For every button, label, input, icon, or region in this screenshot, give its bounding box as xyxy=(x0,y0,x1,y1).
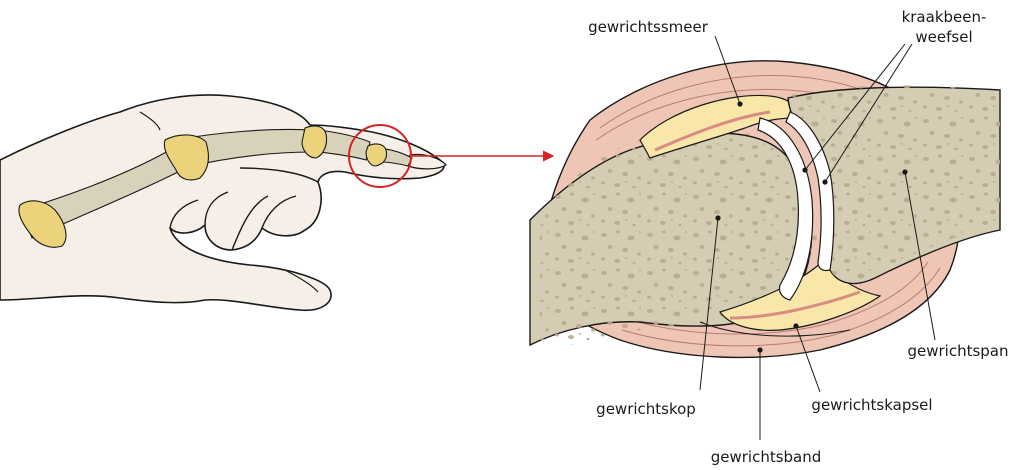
joint-knuckle xyxy=(18,200,67,248)
leader-dots xyxy=(715,101,908,353)
cartilage-right xyxy=(785,111,835,272)
joint-middle xyxy=(163,134,210,181)
joint-dip xyxy=(365,143,388,167)
label-gewrichtskop: gewrichtskop xyxy=(596,400,696,418)
finger-bones xyxy=(18,125,413,248)
leader-lines xyxy=(699,35,936,440)
joint-pip xyxy=(301,125,328,159)
hand-illustration xyxy=(0,94,555,312)
label-kraakbeen-line1: kraakbeen- xyxy=(902,8,987,26)
label-gewrichtskapsel: gewrichtskapsel xyxy=(811,396,932,414)
ligament-band xyxy=(699,321,851,337)
zoom-circle-icon xyxy=(348,124,412,188)
label-gewrichtssmeer: gewrichtssmeer xyxy=(588,18,709,36)
label-gewrichtsband: gewrichtsband xyxy=(711,448,822,466)
label-gewrichtspan: gewrichtspan xyxy=(907,342,1008,360)
joint-cross-section xyxy=(529,60,1001,359)
label-kraakbeen-line2: weefsel xyxy=(915,28,972,46)
labels: gewrichtssmeer kraakbeen- weefsel gewric… xyxy=(588,8,1008,466)
fingernail xyxy=(407,153,447,170)
cartilage-left xyxy=(757,117,814,301)
